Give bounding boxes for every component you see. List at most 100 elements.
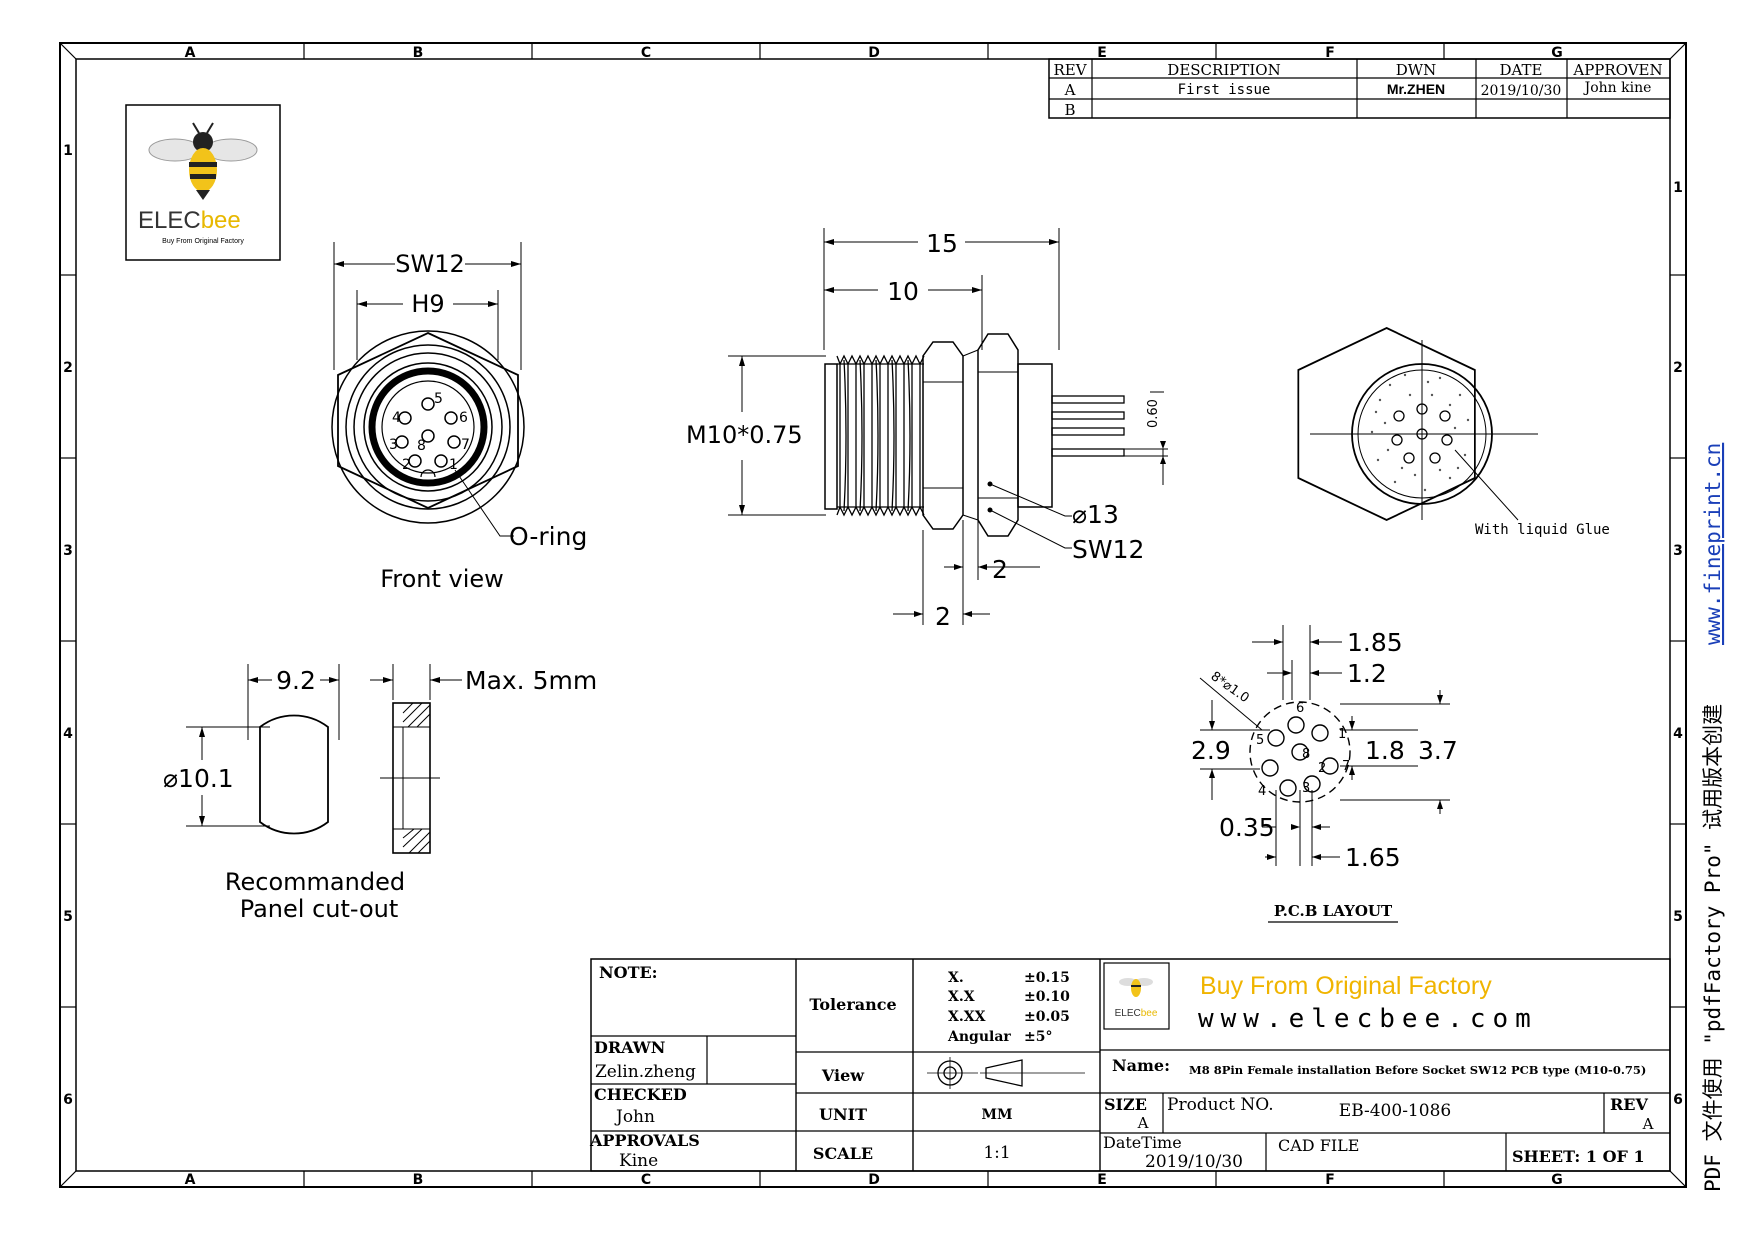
website: www.elecbee.com	[1198, 1004, 1538, 1034]
front-oring-label: O-ring	[509, 522, 587, 551]
side-view: 15 10 M10*0.75	[686, 228, 1168, 631]
front-pin-6: 6	[459, 410, 468, 426]
tol-val-1: ±0.15	[1024, 970, 1070, 986]
side-dia-label: ⌀13	[1072, 500, 1119, 529]
watermark: PDF 文件使用 "pdfFactory Pro" 试用版本创建 www.fin…	[1701, 443, 1725, 1192]
pcb-layout: 1.85 1.2 8*⌀1.0 1 2 3 4 5 6 7 8	[1191, 625, 1458, 923]
side-sw-label: SW12	[1072, 535, 1144, 564]
frame-row-4: 4	[63, 726, 73, 742]
cad-file-label: CAD FILE	[1278, 1136, 1359, 1155]
side-dim-nut: 2	[992, 555, 1008, 584]
view-label: View	[821, 1066, 865, 1085]
frame-row-6-right: 6	[1673, 1092, 1683, 1108]
rev-row-a-dwn: Mr.ZHEN	[1387, 81, 1445, 97]
side-dim-flange: 2	[935, 602, 951, 631]
frame-col-e: E	[1097, 45, 1107, 61]
checked-label: CHECKED	[594, 1085, 687, 1104]
projection-symbol-icon	[927, 1057, 1085, 1089]
cutout-max-label: Max. 5mm	[465, 666, 597, 695]
rev-header-dwn: DWN	[1396, 61, 1437, 79]
frame-col-f-bottom: F	[1325, 1172, 1335, 1188]
pcb-pin-3: 3	[1302, 781, 1310, 796]
logo-brand-elec: ELEC	[138, 207, 201, 234]
panel-cutout: 9.2 ⌀10.1 Max. 5mm Recommanded Panel cut…	[163, 664, 597, 923]
pcb-dim-2-9: 2.9	[1191, 736, 1231, 765]
title-logo: ELECbee	[1103, 962, 1170, 1030]
tol-val-2: ±0.10	[1024, 989, 1070, 1005]
frame-col-a-bottom: A	[185, 1172, 196, 1188]
title-logo-brand-bee: bee	[1141, 1008, 1158, 1019]
cutout-caption-1: Recommanded	[225, 868, 405, 896]
frame-row-1: 1	[63, 143, 73, 159]
approvals-label: APPROVALS	[589, 1131, 700, 1150]
front-pin-1: 1	[449, 457, 458, 473]
frame-row-3-right: 3	[1673, 543, 1683, 559]
frame-col-a: A	[185, 45, 196, 61]
rev-value: A	[1642, 1115, 1654, 1133]
cutout-diameter-label: ⌀10.1	[163, 764, 234, 793]
tol-key-4: Angular	[947, 1029, 1011, 1045]
cutout-caption-2: Panel cut-out	[240, 895, 399, 923]
pcb-dim-0-35: 0.35	[1219, 813, 1275, 842]
svg-text:ELECbee: ELECbee	[138, 207, 241, 234]
frame-row-2-right: 2	[1673, 360, 1683, 376]
watermark-link[interactable]: www.fineprint.cn	[1701, 443, 1725, 645]
frame-col-f: F	[1325, 45, 1335, 61]
name-label: Name:	[1112, 1056, 1170, 1075]
slogan: Buy From Original Factory	[1200, 972, 1492, 1000]
front-pin-5: 5	[434, 391, 443, 407]
frame-col-e-bottom: E	[1097, 1172, 1107, 1188]
pcb-pin-2: 2	[1318, 761, 1326, 776]
pcb-pin-1: 1	[1338, 727, 1346, 742]
watermark-text: PDF 文件使用 "pdfFactory Pro" 试用版本创建	[1701, 704, 1725, 1192]
back-view: With liquid Glue	[1297, 327, 1610, 538]
size-value: A	[1137, 1114, 1149, 1132]
side-pin-label: 0.60	[1146, 399, 1161, 428]
pcb-holes-label: 8*⌀1.0	[1208, 669, 1252, 706]
frame-row-2: 2	[63, 360, 73, 376]
size-label: SIZE	[1104, 1095, 1147, 1114]
front-view-caption: Front view	[380, 565, 504, 593]
frame-col-g: G	[1551, 45, 1563, 61]
unit-value: MM	[982, 1107, 1013, 1123]
tolerance-values: X. ±0.15 X.X ±0.10 X.XX ±0.05 Angular ±5…	[947, 970, 1070, 1045]
product-name: M8 8Pin Female installation Before Socke…	[1189, 1063, 1646, 1077]
sheet-value: SHEET: 1 OF 1	[1512, 1147, 1645, 1166]
pcb-pin-6: 6	[1296, 701, 1304, 716]
scale-value: 1:1	[983, 1143, 1010, 1163]
svg-text:ELECbee: ELECbee	[1115, 1008, 1158, 1019]
rev-label: REV	[1610, 1095, 1648, 1114]
frame-col-c: C	[641, 45, 651, 61]
title-block: NOTE: DRAWN CHECKED APPROVALS Tolerance …	[589, 958, 1671, 1172]
front-pin-3: 3	[389, 437, 398, 453]
front-pin-7: 7	[461, 437, 470, 453]
rev-header-rev: REV	[1053, 61, 1087, 79]
front-pins: 1 2 3 4 5 6 7 8	[389, 391, 470, 478]
revision-table: REV DESCRIPTION DWN DATE APPROVEN A Firs…	[1048, 58, 1671, 119]
cutout-width-label: 9.2	[276, 666, 316, 695]
front-h-label: H9	[411, 290, 444, 318]
rev-header-date: DATE	[1500, 61, 1543, 79]
front-pin-4: 4	[392, 410, 401, 426]
frame-row-5: 5	[63, 909, 73, 925]
checked-value: John	[614, 1107, 655, 1127]
front-pin-8: 8	[417, 438, 426, 454]
drawn-label: DRAWN	[594, 1038, 665, 1057]
rev-row-a-description: First issue	[1178, 82, 1271, 98]
datetime-label: DateTime	[1103, 1133, 1182, 1152]
tolerance-label: Tolerance	[809, 995, 896, 1014]
drawn-value: Zelin.zheng	[595, 1062, 696, 1082]
pcb-dim-3-7: 3.7	[1418, 736, 1458, 765]
tol-key-1: X.	[948, 970, 964, 986]
logo-brand-bee: bee	[201, 207, 241, 234]
rev-header-approven: APPROVEN	[1572, 61, 1662, 79]
frame-row-4-right: 4	[1673, 726, 1683, 742]
pcb-pin-5: 5	[1256, 733, 1264, 748]
unit-label: UNIT	[819, 1105, 867, 1124]
tol-val-4: ±5°	[1024, 1029, 1052, 1045]
product-value: EB-400-1086	[1339, 1101, 1451, 1121]
frame-row-6: 6	[63, 1092, 73, 1108]
note-label: NOTE:	[599, 963, 658, 982]
bee-icon	[148, 122, 258, 200]
